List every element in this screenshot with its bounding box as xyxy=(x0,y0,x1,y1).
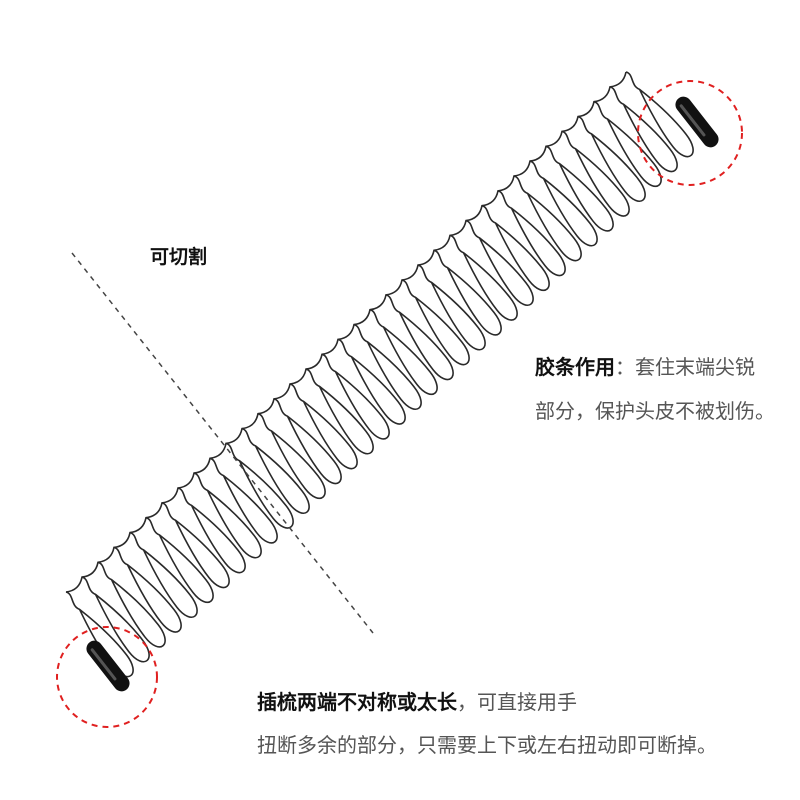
cut-line xyxy=(71,252,374,634)
comb-tooth xyxy=(513,175,582,262)
comb-tooth xyxy=(465,219,534,306)
comb-tooth xyxy=(289,383,358,470)
comb-tooth xyxy=(497,190,566,277)
comb-tooth xyxy=(273,398,342,485)
strip-note-text: ：套住末端尖锐 xyxy=(615,355,755,379)
asym-note-title: 插梳两端不对称或太长 xyxy=(257,690,457,714)
asym-note-line2: 扭断多余的部分，只需要上下或左右扭动即可断掉。 xyxy=(257,733,717,757)
comb-tooth xyxy=(369,308,438,396)
comb-tooth xyxy=(177,487,246,574)
comb-tooth xyxy=(81,576,150,663)
rubber-cap-top xyxy=(675,96,719,148)
comb-tooth xyxy=(225,442,294,529)
rubber-cap-bottom xyxy=(86,640,130,692)
comb-tooth xyxy=(433,249,502,336)
comb-tooth xyxy=(145,516,214,604)
comb-tooth xyxy=(113,546,182,633)
comb-tooth xyxy=(337,338,406,425)
comb-tooth xyxy=(129,531,198,618)
comb-tooth xyxy=(241,427,310,514)
asym-note-text: ，可直接用手 xyxy=(457,690,577,714)
comb-tooth xyxy=(97,561,166,648)
wire-hair-comb xyxy=(65,71,694,678)
comb-tooth xyxy=(161,502,230,589)
comb-tooth xyxy=(193,472,262,559)
cut-label: 可切割 xyxy=(150,246,208,268)
comb-tooth xyxy=(529,160,598,247)
comb-tooth xyxy=(385,294,454,381)
comb-spine xyxy=(65,71,627,593)
comb-tooth xyxy=(257,412,326,500)
comb-tooth xyxy=(545,145,614,232)
rubber-caps xyxy=(86,96,719,692)
comb-tooth xyxy=(577,115,646,202)
comb-tooth xyxy=(593,100,662,188)
comb-tooth xyxy=(353,323,422,410)
comb-tooth xyxy=(561,130,630,217)
strip-note-title: 胶条作用 xyxy=(535,355,615,379)
asym-note-line1: 插梳两端不对称或太长，可直接用手 xyxy=(257,690,577,714)
strip-note-line1: 胶条作用：套住末端尖锐 xyxy=(535,355,755,379)
highlight-circle-bottom xyxy=(56,626,158,728)
comb-tooth xyxy=(401,279,470,366)
comb-tooth xyxy=(481,204,550,292)
comb-tooth xyxy=(449,234,518,321)
comb-tooth xyxy=(305,368,374,455)
strip-note-line2: 部分，保护头皮不被划伤。 xyxy=(535,399,775,423)
comb-tooth xyxy=(209,457,278,544)
comb-tooth xyxy=(417,264,486,351)
comb-tooth xyxy=(609,86,678,173)
highlight-circle-top xyxy=(637,80,743,186)
comb-tooth xyxy=(321,353,390,440)
comb-tooth xyxy=(625,71,694,158)
